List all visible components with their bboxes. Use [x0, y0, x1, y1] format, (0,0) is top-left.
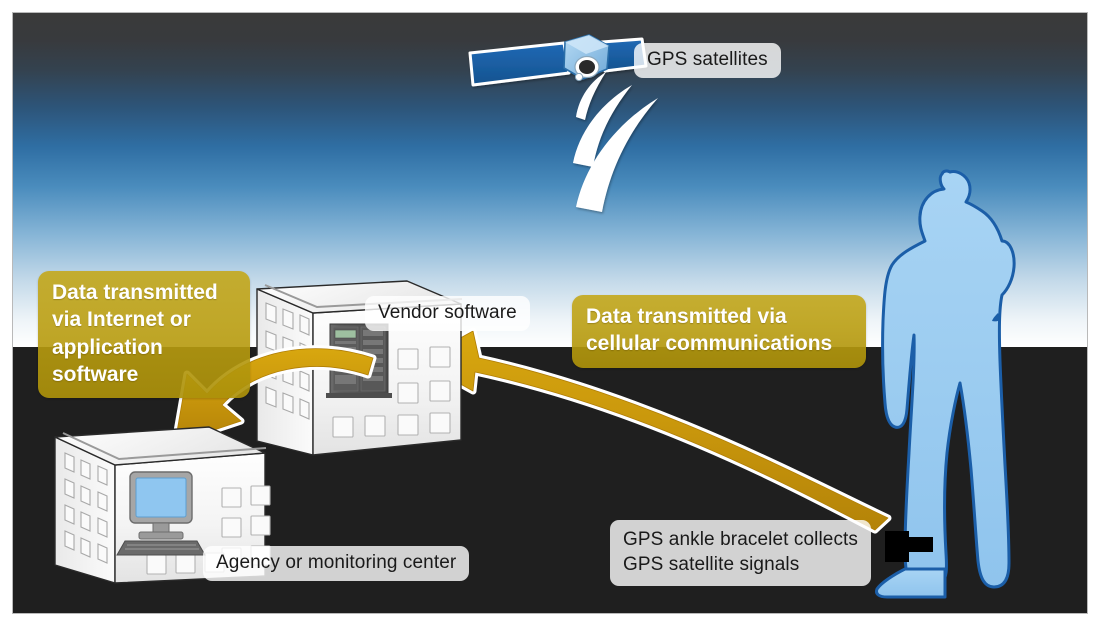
callout-cellular-transmission: Data transmitted via cellular communicat… — [572, 295, 866, 368]
monitor-base — [138, 531, 184, 540]
agency-building-side-windows — [64, 452, 108, 564]
signal-wave-1 — [576, 72, 606, 120]
satellite-icon — [468, 34, 648, 87]
label-ankle-bracelet: GPS ankle bracelet collects GPS satellit… — [610, 520, 872, 586]
satellite-body-top — [565, 35, 609, 54]
server-rack-icon — [326, 323, 392, 398]
person-foot — [875, 567, 947, 599]
keyboard-keys — [125, 544, 199, 550]
agency-building-parapet — [62, 432, 267, 461]
person-silhouette — [881, 169, 1016, 591]
label-vendor-software: Vendor software — [365, 296, 530, 332]
vendor-building-front-windows — [332, 346, 451, 438]
monitor-stand — [152, 522, 170, 533]
satellite-solar-panel-left — [468, 41, 571, 87]
satellite-dish-center — [579, 60, 595, 74]
signal-wave-2 — [573, 85, 632, 167]
person-arm-gap — [992, 313, 1001, 322]
scene-graphics — [54, 34, 1016, 599]
callout-internet-transmission: Data transmitted via Internet or applica… — [38, 271, 250, 399]
desktop-computer-icon — [116, 471, 206, 556]
keyboard — [116, 540, 206, 556]
satellite-thruster — [574, 72, 584, 82]
server-rack-display — [334, 329, 357, 339]
agency-building-roof — [54, 426, 266, 466]
ankle-bracelet-strap — [885, 537, 933, 552]
ankle-bracelet-icon — [885, 531, 933, 562]
server-rack-base — [326, 393, 392, 398]
scene-frame: GPS satellites Vendor software Agency or… — [12, 12, 1088, 614]
signal-waves-icon — [573, 72, 658, 212]
monitor-screen — [135, 477, 187, 518]
person-figure — [875, 169, 1016, 599]
label-agency-center: Agency or monitoring center — [203, 546, 470, 582]
label-gps-satellites: GPS satellites — [634, 43, 781, 79]
signal-wave-3 — [576, 98, 658, 212]
